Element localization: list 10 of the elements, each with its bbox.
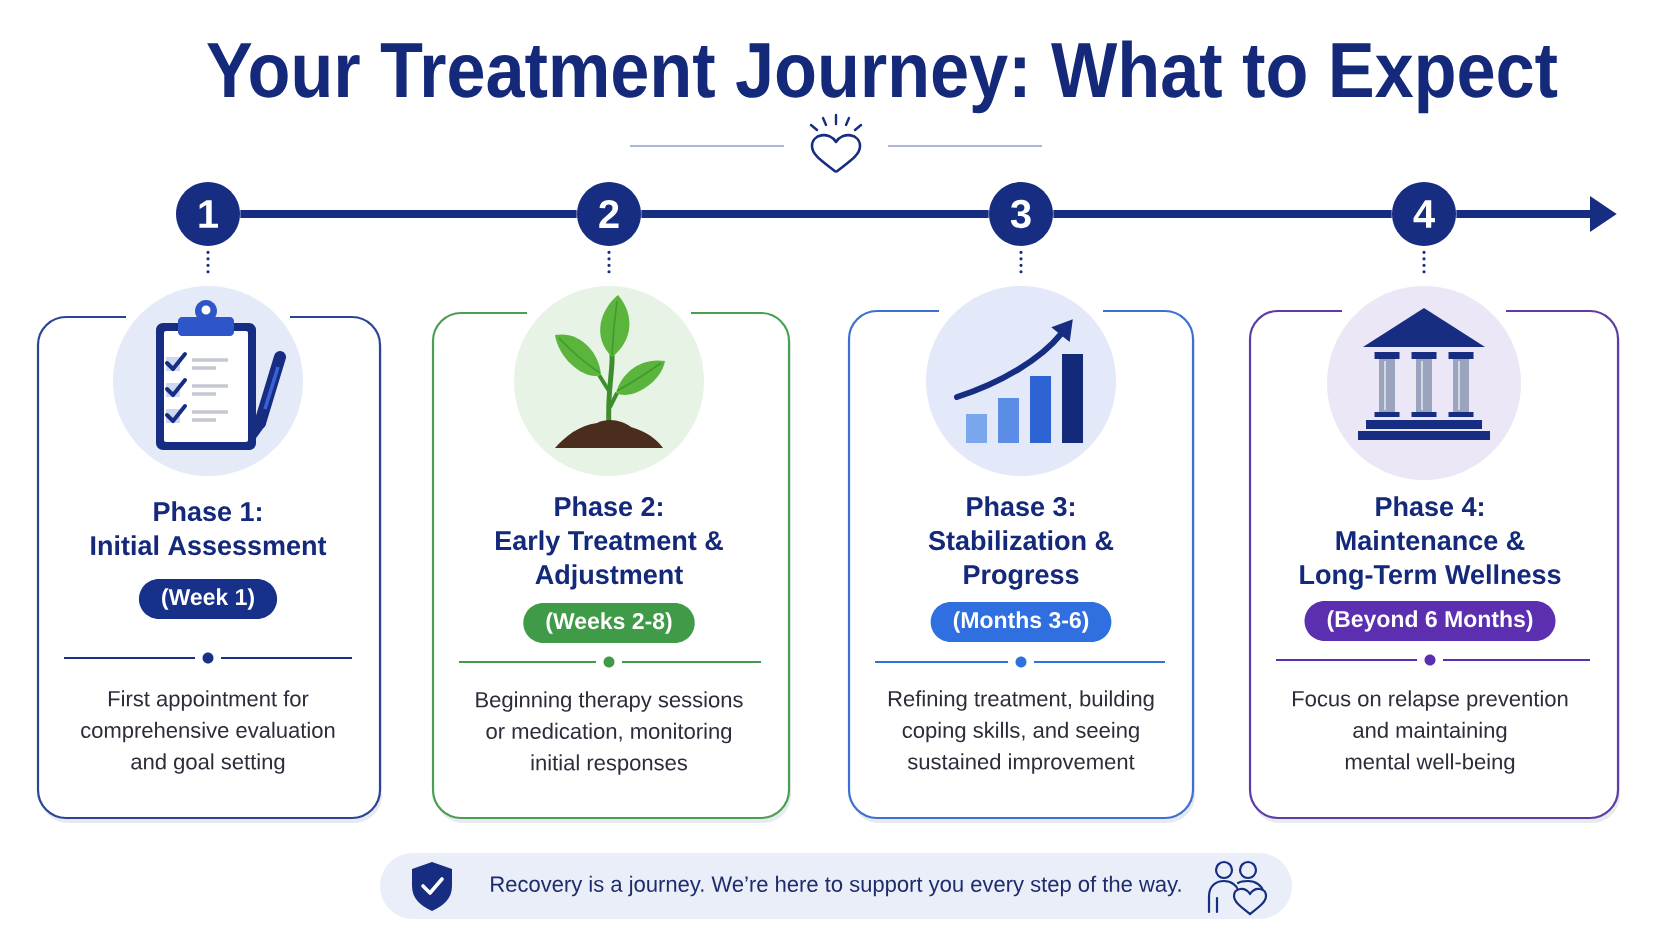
dotted-line: [1422, 250, 1426, 274]
dotted-line: [607, 250, 611, 274]
step-number: 3: [989, 182, 1053, 246]
banner: Recovery is a journey. We’re here to support you every step of the way.: [380, 853, 1292, 919]
step-number: 4: [1392, 182, 1456, 246]
dotted-line: [206, 250, 210, 274]
dotted-line: [1019, 250, 1023, 274]
step-number: 1: [176, 182, 240, 246]
step-number: 2: [577, 182, 641, 246]
title: Your Treatment Journey: What to Expect: [207, 40, 1558, 114]
